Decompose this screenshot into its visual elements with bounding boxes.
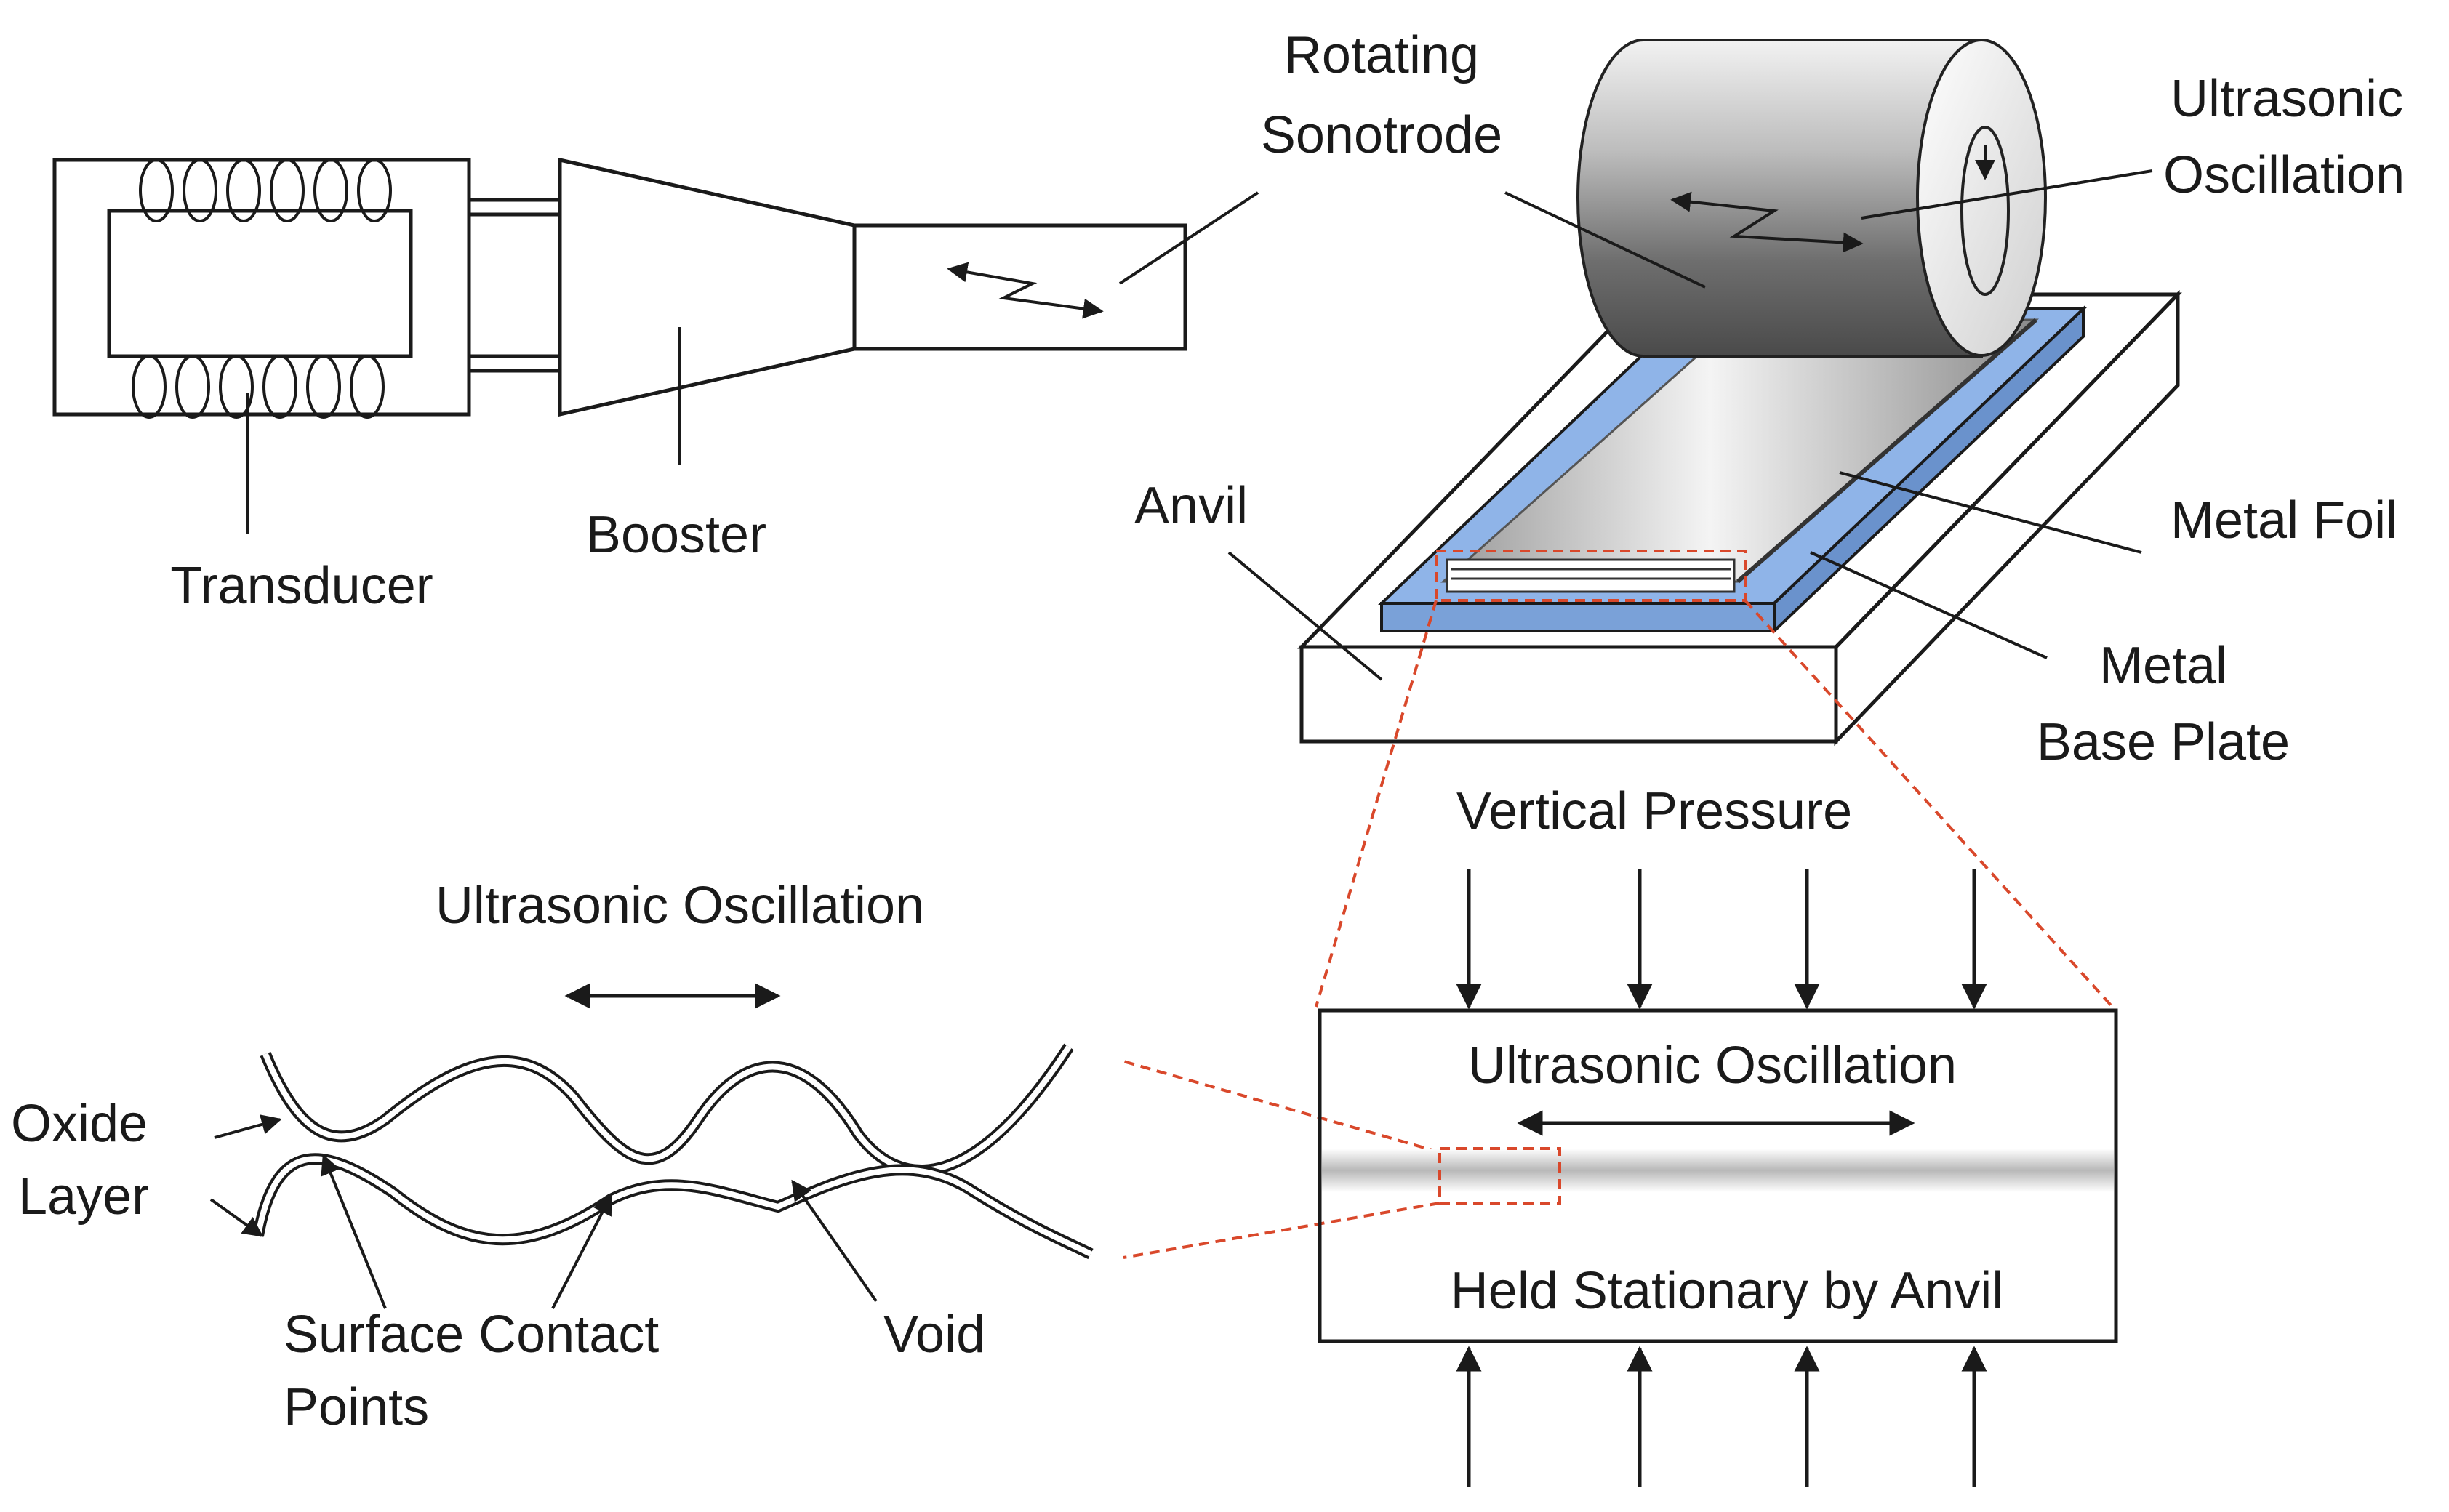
metal-foil-label: Metal Foil — [2171, 491, 2397, 550]
booster-group: Booster — [558, 157, 857, 564]
metal-base-plate-leader-line — [1810, 551, 2048, 659]
ultrasonic-oscillation-top-label-line1: Ultrasonic — [2171, 70, 2403, 128]
connecting-rods — [469, 198, 560, 373]
anvil-label: Anvil — [1134, 477, 1248, 535]
ultrasonic-oscillation-box-label: Ultrasonic Oscillation — [1468, 1037, 1957, 1095]
transducer-coil-top — [139, 158, 392, 222]
sonotrode-zigzag-arrow — [1670, 191, 1864, 253]
vertical-pressure-label: Vertical Pressure — [1456, 782, 1852, 840]
surface-contact-label-line2: Points — [284, 1378, 429, 1436]
weld-zone-box: Ultrasonic Oscillation Held Stationary b… — [1318, 1008, 2118, 1343]
ultrasonic-oscillation-left-label: Ultrasonic Oscillation — [436, 877, 924, 935]
weld-zone-frame — [1318, 1008, 2118, 1343]
rotating-sonotrode-label-line1: Rotating — [1284, 26, 1479, 84]
horn-zigzag-arrow — [947, 262, 1104, 319]
lower-foil-surface — [252, 1153, 1094, 1260]
metal-foil-leader-line — [1839, 471, 2142, 554]
rotating-sonotrode-label-line2: Sonotrode — [1261, 106, 1502, 164]
horn-group — [852, 191, 1259, 351]
upper-foil-surface — [260, 1043, 1074, 1176]
booster-label: Booster — [586, 506, 766, 564]
vertical-pressure-arrows — [1456, 869, 1987, 1010]
surface-contact-label-line1: Surface Contact — [284, 1306, 659, 1364]
transducer-group: Transducer — [52, 158, 471, 615]
interface-zoom-highlight — [1438, 1147, 1561, 1205]
sonotrode-rotation-ring — [1960, 126, 2010, 296]
oxide-leader-1 — [214, 1114, 282, 1139]
transducer-label: Transducer — [170, 557, 433, 615]
ultrasonic-oscillation-top-label-line2: Oscillation — [2163, 146, 2405, 204]
foil-stack-highlight — [1435, 550, 1747, 602]
anvil-front-face — [1299, 645, 1838, 744]
contact-leader-1 — [321, 1154, 387, 1309]
foil-stack — [1435, 550, 1747, 602]
metal-base-plate-label-line2: Base Plate — [2037, 713, 2290, 771]
oxide-layer-label-line2: Layer — [18, 1167, 149, 1226]
rotating-sonotrode — [1504, 39, 2047, 358]
zoom-dashed-lines — [1123, 599, 2114, 1259]
transducer-coil-bottom — [132, 355, 385, 419]
weld-interface-band — [1322, 1149, 2114, 1192]
void-leader — [791, 1179, 878, 1303]
contact-leader-2 — [551, 1194, 612, 1309]
metal-base-plate-label-line1: Metal — [2099, 637, 2227, 695]
horn-shape — [852, 223, 1187, 351]
oxide-leader-2 — [209, 1198, 264, 1237]
ultrasonic-oscillation-top-leader — [1861, 169, 2153, 220]
held-stationary-label: Held Stationary by Anvil — [1451, 1262, 2003, 1320]
sonotrode-leader-line-1 — [1118, 191, 1259, 285]
anvil-reaction-arrows — [1456, 1346, 1987, 1487]
void-label: Void — [883, 1306, 985, 1364]
booster-shape — [558, 157, 857, 417]
sonotrode-leader-line-2 — [1504, 191, 1706, 289]
anvil-leader-line — [1227, 551, 1383, 681]
transducer-outer-frame — [52, 158, 471, 417]
oxide-layer-label-line1: Oxide — [11, 1095, 148, 1153]
transducer-inner-frame — [107, 209, 413, 358]
